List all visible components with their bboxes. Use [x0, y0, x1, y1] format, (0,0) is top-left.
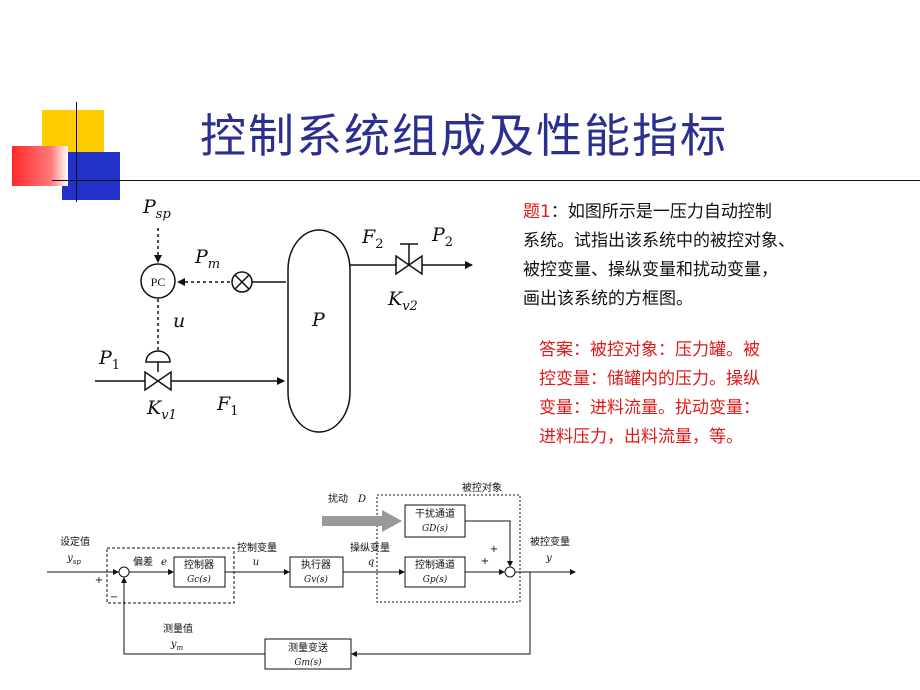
disturbance-label: 扰动: [328, 492, 348, 505]
answer-line-2: 控变量：储罐内的压力。操纵: [539, 369, 760, 389]
question-line-2: 系统。试指出该系统中的被控对象、: [523, 231, 795, 251]
disturbance-channel-tf: GD(s): [422, 523, 449, 534]
transmitter-tf: Gm(s): [294, 657, 322, 668]
measurement-line: [121, 577, 265, 655]
actuator-tf: Gv(s): [304, 574, 328, 585]
pressure-vessel: [287, 229, 351, 433]
question-line-1: ：如图所示是一压力自动控制: [550, 202, 772, 222]
error-symbol: e: [161, 557, 167, 568]
question-label: 题1: [523, 202, 551, 222]
page-title: 控制系统组成及性能指标: [200, 109, 728, 163]
setpoint-symbol: ysp: [66, 553, 81, 566]
answer-text: 答案：被控对象：压力罐。被 控变量：储罐内的压力。操纵 变量：进料流量。扰动变量…: [539, 336, 760, 452]
manip-var-symbol: q: [368, 557, 374, 568]
pc-controller-circle: [140, 263, 176, 299]
output-summing-junction: [504, 566, 516, 578]
label-f1: F1: [216, 393, 238, 419]
disturbance-path-line: [465, 520, 513, 567]
minus-sign-1: −: [110, 592, 118, 603]
control-var-label: 控制变量: [237, 541, 277, 554]
process-diagram: [95, 228, 473, 433]
disturbance-channel-label: 干扰通道: [415, 507, 455, 520]
answer-line-1: 答案：被控对象：压力罐。被: [539, 340, 760, 360]
transmitter-label: 测量变送: [288, 641, 328, 654]
label-kv1: Kv1: [146, 397, 177, 423]
controller-tf: Gc(s): [187, 574, 211, 585]
block-diagram: [47, 494, 576, 670]
question-text: 题1：如图所示是一压力自动控制 系统。试指出该系统中的被控对象、 被控变量、操纵…: [523, 198, 795, 314]
plus-sign-3: +: [481, 556, 489, 567]
deco-blue-square: [62, 152, 120, 200]
label-pm: Pm: [194, 246, 220, 272]
plus-sign-2: +: [490, 544, 498, 555]
controller-group-box: [106, 547, 235, 604]
pc-label: PC: [151, 275, 166, 289]
disturbance-arrow: [322, 510, 402, 532]
answer-line-3: 变量：进料流量。扰动变量：: [539, 398, 760, 418]
object-label: 被控对象: [462, 481, 502, 494]
label-u: u: [173, 310, 185, 332]
measurement-label: 测量值: [163, 622, 193, 635]
output-symbol: y: [545, 553, 552, 564]
feedback-line: [351, 572, 531, 657]
answer-line-4: 进料压力，出料流量，等。: [539, 427, 743, 447]
label-f2: F2: [361, 226, 383, 252]
control-channel-tf: Gp(s): [423, 574, 448, 585]
process-labels: Psp Pm PC u P1 F1 Kv1 P F2 P2 Kv2: [98, 196, 453, 423]
label-psp: Psp: [142, 196, 171, 222]
deco-vertical-line: [76, 102, 77, 202]
label-p1: P1: [98, 347, 120, 373]
question-line-4: 画出该系统的方框图。: [523, 289, 693, 309]
controller-label: 控制器: [184, 558, 214, 571]
measurement-symbol: ym: [170, 639, 184, 652]
control-var-symbol: u: [253, 557, 259, 568]
label-p2: P2: [431, 224, 453, 250]
title-divider: [52, 180, 920, 181]
block-labels: 设定值 ysp + − 偏差 e 控制器 Gc(s) 控制变量 u 执行器 Gv…: [60, 481, 570, 668]
setpoint-label: 设定值: [60, 535, 90, 548]
error-label: 偏差: [133, 555, 153, 568]
question-line-3: 被控变量、操纵变量和扰动变量，: [523, 260, 778, 280]
disturbance-symbol: D: [357, 494, 366, 505]
valve-actuator-icon: [145, 350, 171, 363]
label-kv2: Kv2: [387, 288, 418, 314]
plus-sign-1: +: [95, 575, 103, 586]
control-channel-label: 控制通道: [415, 558, 455, 571]
vessel-label: P: [311, 309, 326, 331]
error-summing-junction: [118, 566, 130, 578]
output-label: 被控变量: [530, 535, 570, 548]
manip-var-label: 操纵变量: [350, 541, 390, 554]
valve-kv1-icon: [144, 370, 172, 392]
object-group-box: [376, 494, 521, 603]
actuator-label: 执行器: [301, 558, 331, 571]
pressure-sensor-icon: [231, 271, 253, 293]
deco-red-square: [12, 146, 68, 186]
